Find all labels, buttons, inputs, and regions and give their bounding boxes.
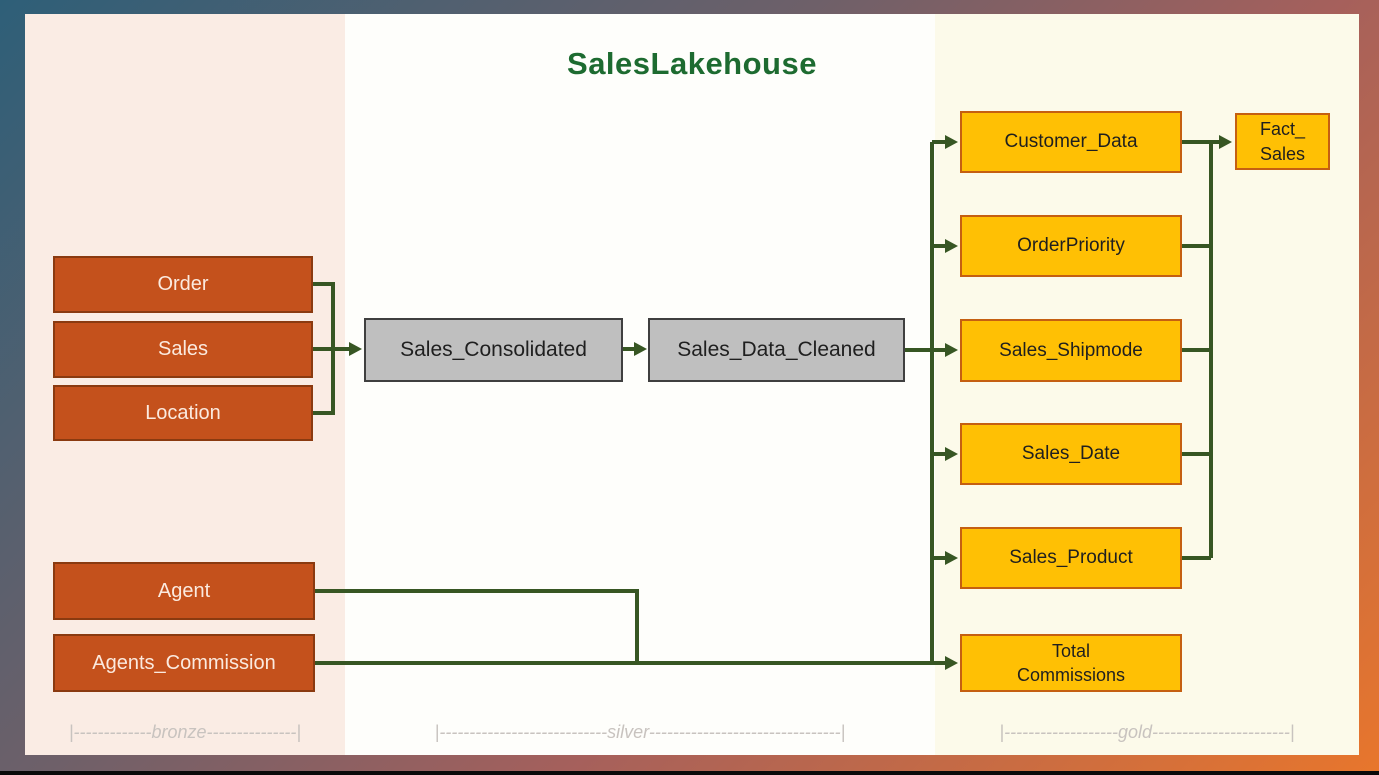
page-title: SalesLakehouse bbox=[567, 46, 817, 81]
node-total-commissions: Total Commissions bbox=[960, 634, 1182, 692]
node-sales-date: Sales_Date bbox=[960, 423, 1182, 485]
node-agents-commission: Agents_Commission bbox=[53, 634, 315, 692]
silver-zone-label: |----------------------------silver-----… bbox=[434, 722, 846, 742]
silver-zone bbox=[345, 14, 935, 755]
node-sales-data-cleaned: Sales_Data_Cleaned bbox=[648, 318, 905, 382]
node-sales: Sales bbox=[53, 321, 313, 378]
node-location: Location bbox=[53, 385, 313, 441]
bronze-zone-label: |-------------bronze---------------| bbox=[68, 722, 302, 742]
node-sales-product: Sales_Product bbox=[960, 527, 1182, 589]
node-sales-consolidated: Sales_Consolidated bbox=[364, 318, 623, 382]
node-customer-data: Customer_Data bbox=[960, 111, 1182, 173]
node-agent: Agent bbox=[53, 562, 315, 620]
bronze-zone bbox=[25, 14, 345, 755]
bottom-black-strip bbox=[0, 771, 1379, 775]
node-sales-shipmode: Sales_Shipmode bbox=[960, 319, 1182, 382]
gold-zone-label: |-------------------gold----------------… bbox=[999, 722, 1295, 742]
node-order: Order bbox=[53, 256, 313, 313]
node-orderpriority: OrderPriority bbox=[960, 215, 1182, 277]
node-fact-sales: Fact_ Sales bbox=[1235, 113, 1330, 170]
